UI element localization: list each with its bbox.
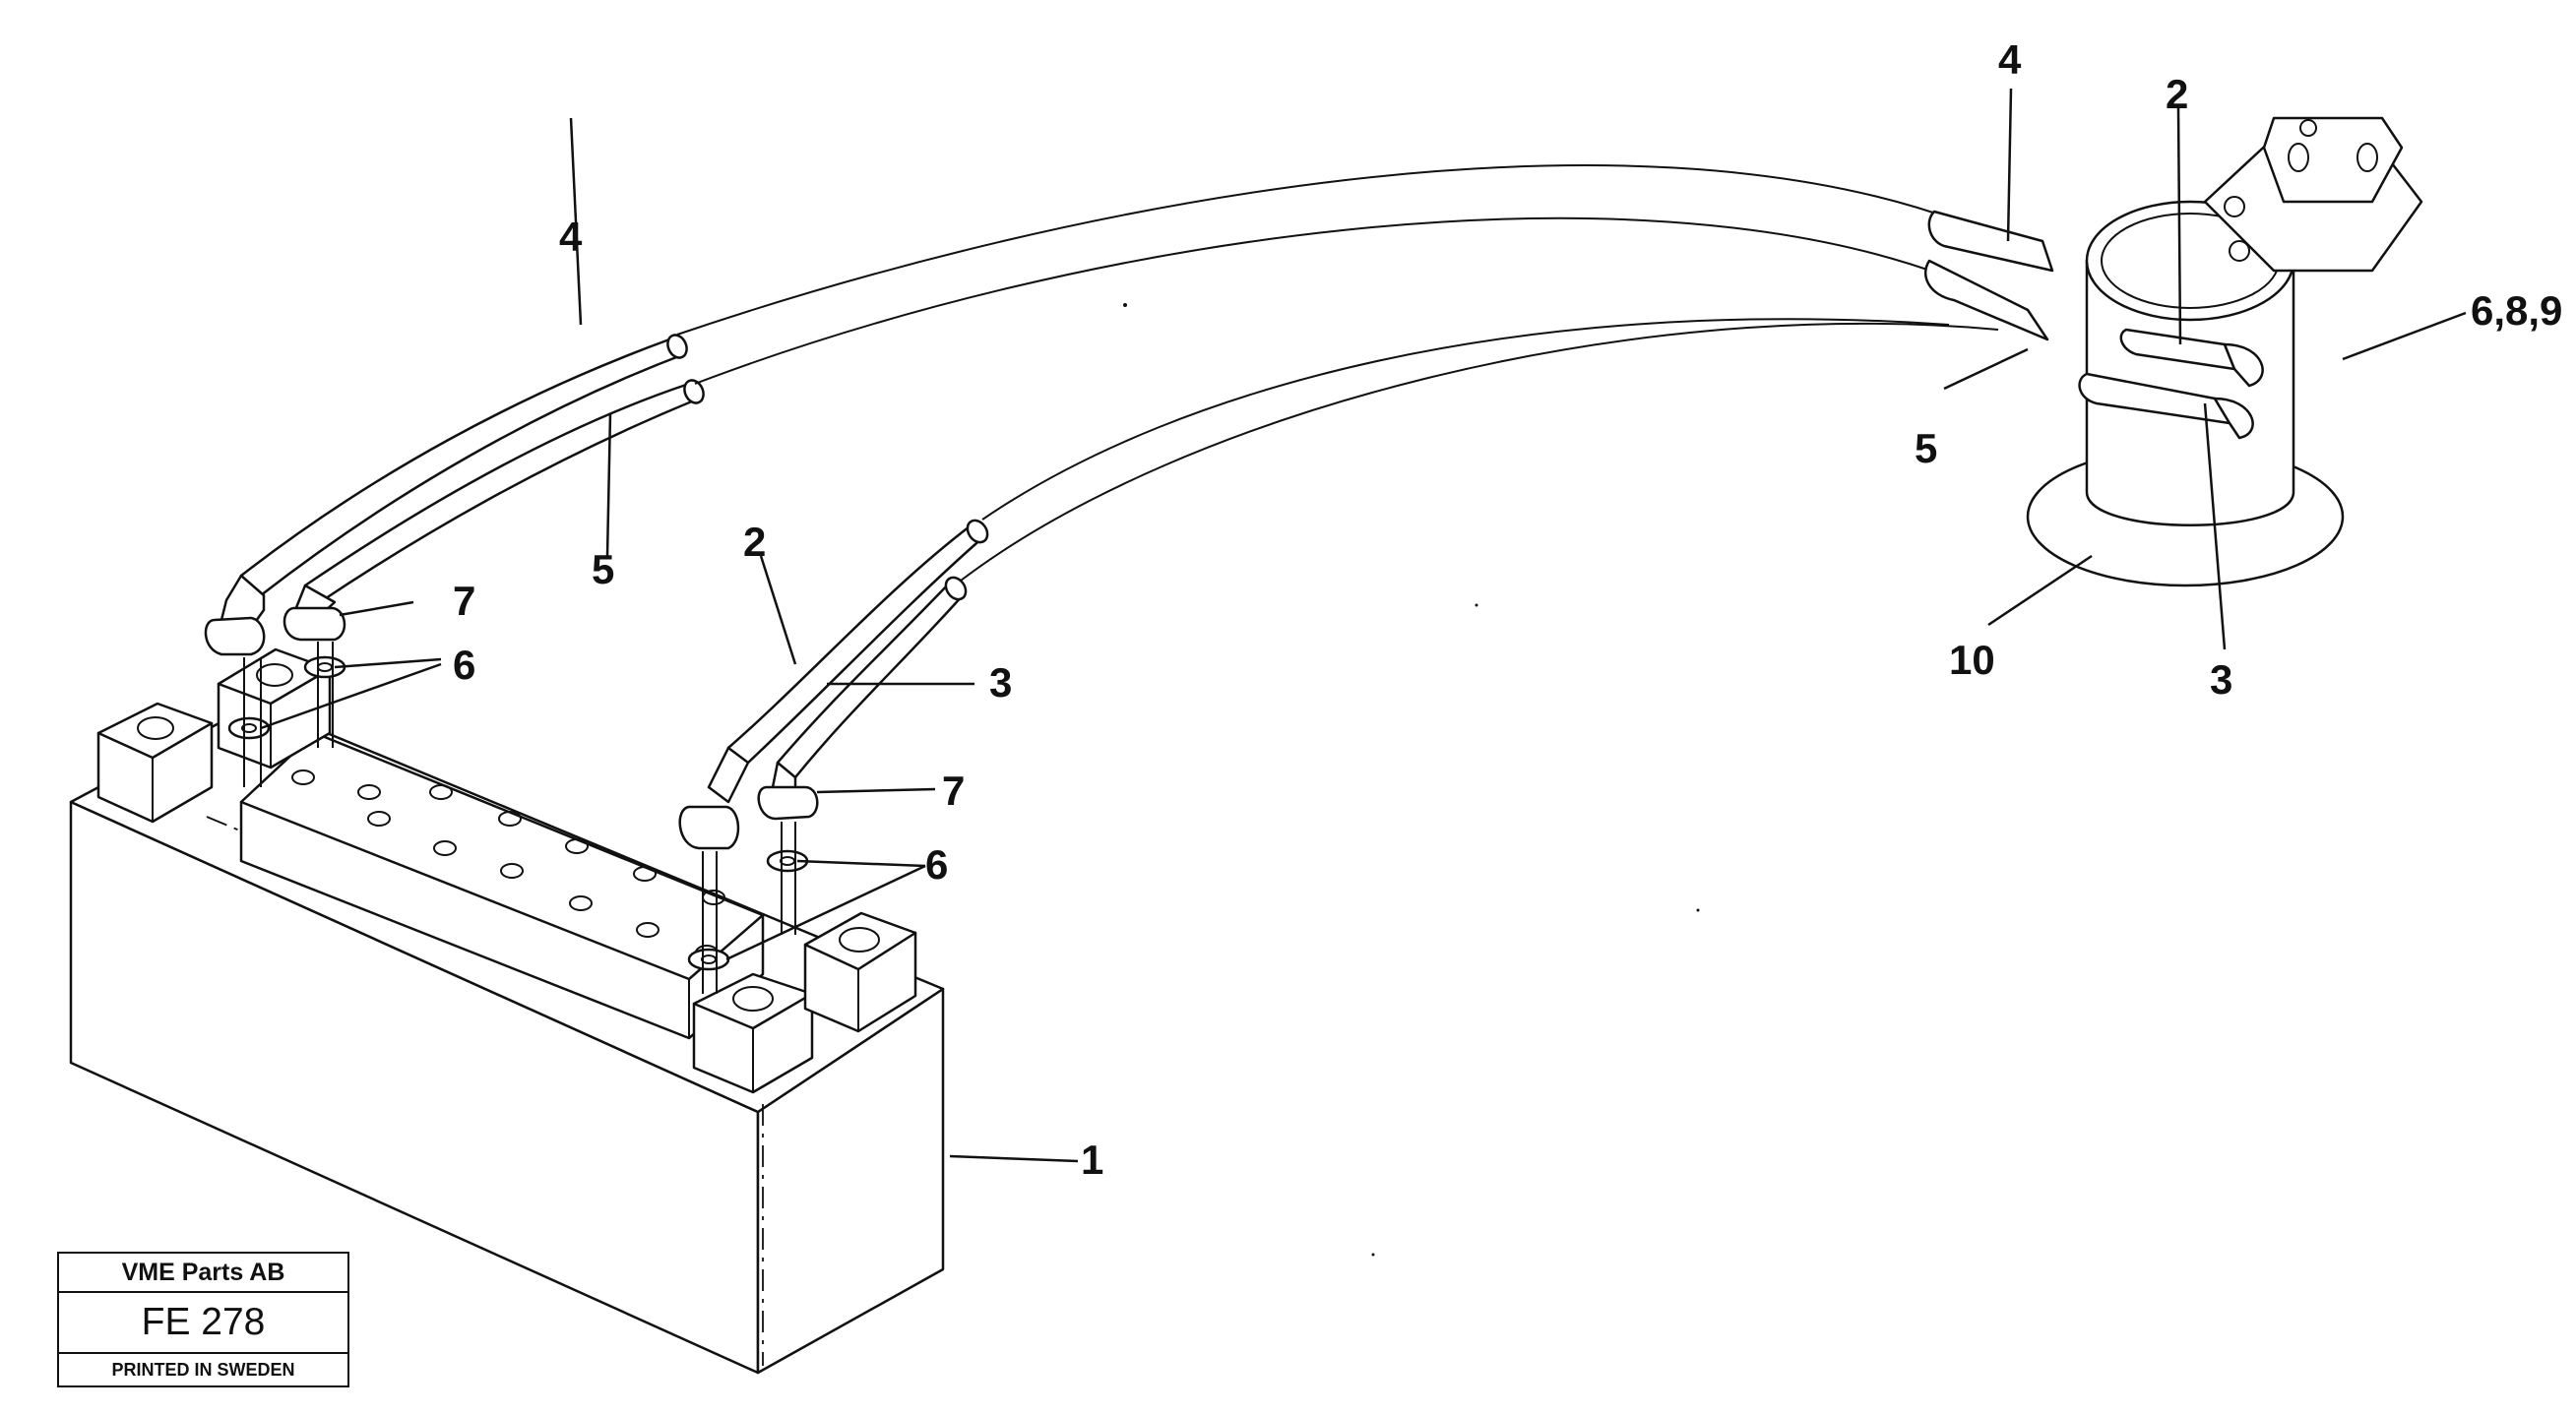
callout-5-right: 5 [1915, 425, 1937, 471]
scan-specks [1123, 303, 1700, 1257]
callouts: 1 4 5 7 6 2 3 7 6 4 2 6,8,9 5 10 3 [453, 36, 2562, 1183]
callout-6-8-9: 6,8,9 [2471, 287, 2562, 334]
callout-7-mid: 7 [942, 768, 965, 814]
callout-2-mid: 2 [743, 519, 766, 565]
battery-terminals [96, 647, 917, 1094]
callout-5-left: 5 [592, 546, 614, 592]
callout-6-left: 6 [453, 642, 475, 688]
callout-4-left: 4 [559, 214, 583, 260]
title-block-company: VME Parts AB [59, 1254, 347, 1293]
callout-4-right: 4 [1998, 36, 2022, 83]
callout-1: 1 [1081, 1137, 1103, 1183]
callout-2-right: 2 [2166, 71, 2188, 117]
battery [69, 647, 945, 1375]
title-block: VME Parts AB FE 278 PRINTED IN SWEDEN [57, 1252, 349, 1387]
main-switch [1923, 116, 2423, 587]
cables-left-group [204, 164, 1960, 787]
title-block-code: FE 278 [59, 1293, 347, 1354]
callout-6-mid: 6 [925, 841, 948, 888]
callout-10: 10 [1949, 637, 1995, 683]
cables-mid-group [678, 318, 1999, 994]
callout-3-right: 3 [2210, 656, 2232, 703]
leader-lines [260, 88, 2467, 1163]
title-block-printed: PRINTED IN SWEDEN [111, 1360, 295, 1380]
callout-3-mid: 3 [989, 659, 1012, 706]
callout-7-left: 7 [453, 578, 475, 624]
